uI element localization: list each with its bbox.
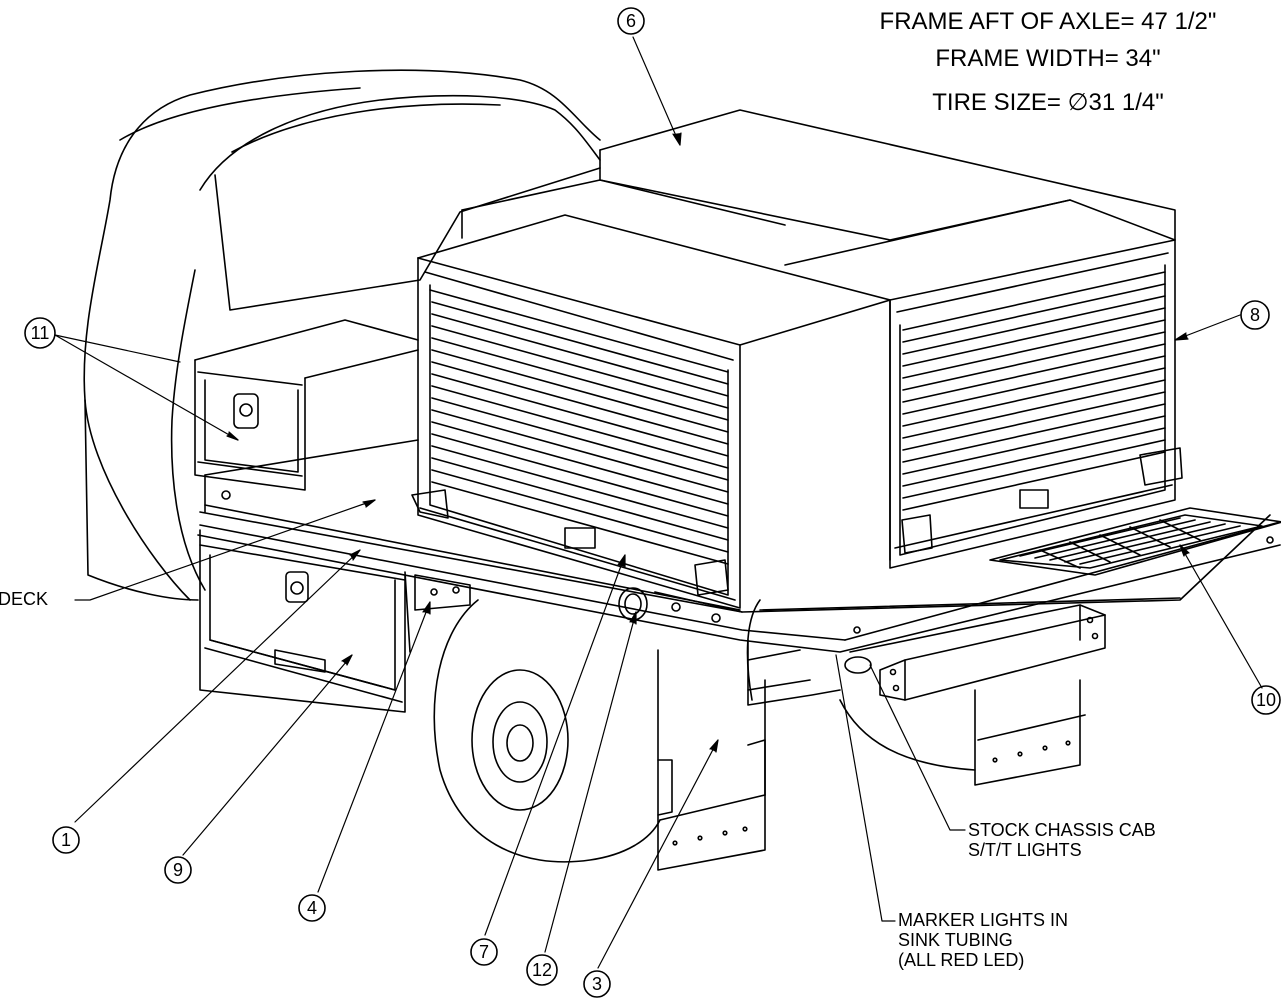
marker-lights-line-2: SINK TUBING [898, 930, 1013, 950]
balloon-3-number: 3 [592, 974, 602, 994]
balloon-3: 3 [583, 970, 611, 998]
spec-tire-size-label: TIRE SIZE= [932, 89, 1068, 116]
balloon-4: 4 [298, 894, 326, 922]
spec-frame-width: FRAME WIDTH= 34" [935, 45, 1161, 72]
balloon-6-number: 6 [626, 11, 636, 31]
balloon-7-number: 7 [479, 942, 489, 962]
stock-lights-line-1: STOCK CHASSIS CAB [968, 820, 1156, 840]
stock-lights-line-2: S/T/T LIGHTS [968, 840, 1082, 860]
marker-lights-line-1: MARKER LIGHTS IN [898, 910, 1069, 930]
rear-step-grate [989, 507, 1281, 576]
top-rear-box [461, 109, 1176, 266]
spec-tire-size-value: 31 1/4" [1088, 89, 1164, 116]
balloon-6: 6 [617, 7, 645, 35]
truck-cab [83, 69, 601, 601]
stock-lights-note: STOCK CHASSIS CAB S/T/T LIGHTS [968, 820, 1156, 860]
deck-label: DECK [0, 589, 49, 609]
balloon-7: 7 [470, 938, 498, 966]
front-compartment [411, 214, 891, 609]
balloon-4-number: 4 [307, 898, 317, 918]
spec-tire-size: TIRE SIZE= ∅31 1/4" [818, 88, 1278, 117]
balloon-8: 8 [1240, 300, 1270, 330]
balloon-9: 9 [164, 856, 192, 884]
leader-lines [54, 36, 1263, 969]
balloon-10: 10 [1251, 685, 1281, 715]
small-toolbox [194, 319, 419, 491]
marker-lights-line-3: (ALL RED LED) [898, 950, 1025, 970]
balloon-1: 1 [52, 826, 80, 854]
side-storage-box [199, 529, 406, 713]
balloon-11-number: 11 [31, 323, 50, 343]
flatbed-deck [197, 439, 1281, 653]
balloon-12: 12 [526, 954, 558, 986]
balloon-11: 11 [24, 317, 56, 349]
balloon-8-number: 8 [1250, 305, 1260, 325]
rear-bumper [844, 604, 1106, 701]
marker-lights-note: MARKER LIGHTS IN SINK TUBING (ALL RED LE… [898, 910, 1068, 970]
diameter-symbol: ∅ [1067, 89, 1089, 116]
balloon-10-number: 10 [1256, 690, 1276, 710]
balloon-12-number: 12 [532, 960, 552, 980]
balloon-1-number: 1 [61, 830, 71, 850]
rear-compartment [889, 239, 1183, 569]
balloon-9-number: 9 [173, 860, 183, 880]
chassis-frame [618, 587, 841, 706]
mud-flaps [657, 649, 1086, 871]
spec-frame-aft-of-axle: FRAME AFT OF AXLE= 47 1/2" [879, 8, 1217, 35]
